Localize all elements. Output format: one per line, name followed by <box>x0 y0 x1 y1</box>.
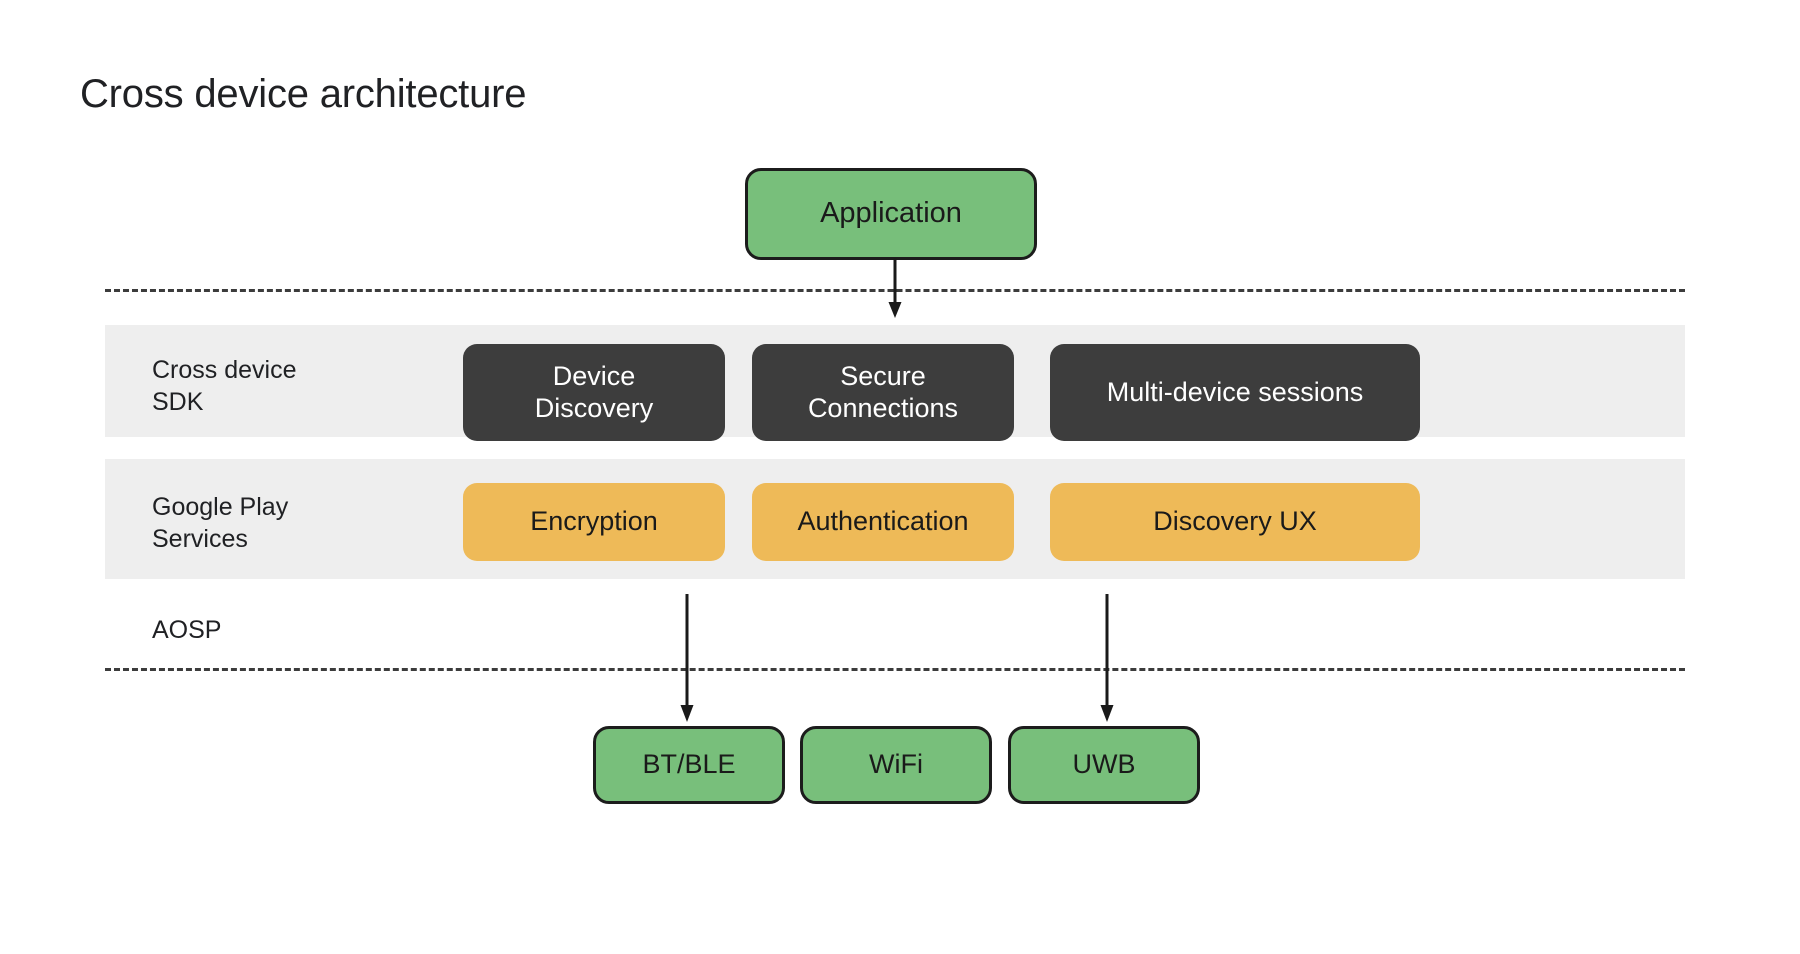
node-uwb[interactable]: UWB <box>1008 726 1200 804</box>
band-label-aosp: AOSP <box>152 616 222 644</box>
separator-bottom-dashed <box>105 668 1685 671</box>
arrow-encryption-to-bt-ble <box>680 594 694 722</box>
node-bt-ble[interactable]: BT/BLE <box>593 726 785 804</box>
node-device-discovery[interactable]: Device Discovery <box>463 344 725 441</box>
node-multi-device-sessions-label: Multi-device sessions <box>1106 376 1364 407</box>
node-multi-device-sessions[interactable]: Multi-device sessions <box>1050 344 1420 441</box>
arrow-application-to-secure-connections <box>888 258 902 318</box>
node-uwb-label: UWB <box>1072 749 1136 780</box>
node-wifi[interactable]: WiFi <box>800 726 992 804</box>
node-authentication-label: Authentication <box>797 506 969 537</box>
node-application-label: Application <box>820 197 962 230</box>
node-authentication[interactable]: Authentication <box>752 483 1014 561</box>
node-wifi-label: WiFi <box>869 749 923 780</box>
node-device-discovery-label: Device Discovery <box>534 361 654 423</box>
band-label-google-play-services: Google Play Services <box>152 493 289 553</box>
node-encryption[interactable]: Encryption <box>463 483 725 561</box>
node-application[interactable]: Application <box>745 168 1037 260</box>
node-discovery-ux-label: Discovery UX <box>1153 506 1317 537</box>
node-encryption-label: Encryption <box>530 506 658 537</box>
band-label-cross-device-sdk: Cross device SDK <box>152 356 297 416</box>
node-secure-connections[interactable]: Secure Connections <box>752 344 1014 441</box>
arrow-discovery-ux-to-uwb <box>1100 594 1114 722</box>
node-bt-ble-label: BT/BLE <box>642 749 736 780</box>
node-secure-connections-label: Secure Connections <box>807 361 959 423</box>
node-discovery-ux[interactable]: Discovery UX <box>1050 483 1420 561</box>
page-title: Cross device architecture <box>80 72 527 116</box>
